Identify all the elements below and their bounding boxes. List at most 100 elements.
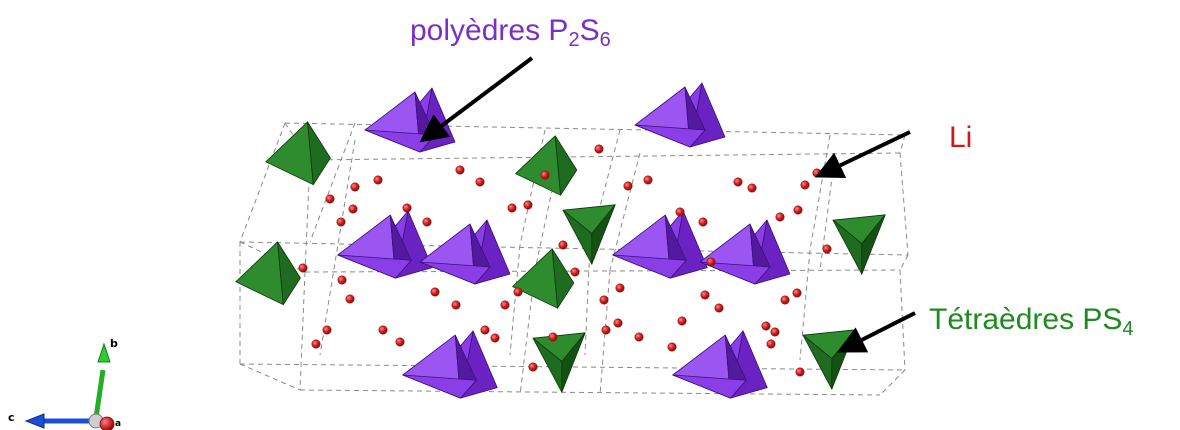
p2s6-polyhedron bbox=[612, 210, 708, 279]
label-p2s6-text: polyèdres P bbox=[410, 14, 569, 47]
li-atom bbox=[528, 362, 538, 372]
li-atom bbox=[490, 333, 500, 343]
cell-edge bbox=[899, 269, 906, 371]
cell-edge bbox=[609, 152, 641, 271]
li-atom bbox=[634, 332, 644, 342]
p2s6-polyhedron bbox=[402, 330, 498, 399]
arrow-p2s6 bbox=[419, 56, 534, 143]
li-atom bbox=[643, 175, 653, 185]
li-atom bbox=[822, 244, 832, 254]
axis-b-arrow bbox=[93, 369, 106, 419]
li-atom bbox=[615, 283, 625, 293]
axis-c-head bbox=[24, 413, 45, 429]
li-atom bbox=[378, 325, 388, 335]
cell-edge bbox=[239, 363, 301, 391]
li-atom bbox=[706, 257, 716, 267]
li-atom bbox=[402, 203, 412, 213]
p2s6-polyhedron bbox=[634, 82, 726, 148]
cell-edge bbox=[799, 249, 811, 361]
ps4-tetrahedron bbox=[512, 248, 575, 309]
cell-edge bbox=[239, 241, 306, 273]
li-atom bbox=[311, 339, 321, 349]
axis-a-marker bbox=[99, 416, 115, 430]
li-atom bbox=[747, 183, 757, 193]
li-atom bbox=[793, 205, 803, 215]
li-atom bbox=[780, 295, 790, 305]
label-ps4-text: Tétraèdres PS bbox=[929, 303, 1123, 336]
cell-edge bbox=[509, 244, 521, 356]
li-atom bbox=[500, 300, 510, 310]
li-atom bbox=[373, 175, 383, 185]
cell-edge bbox=[519, 129, 546, 246]
li-atom bbox=[322, 325, 332, 335]
li-atom bbox=[513, 287, 523, 297]
cell-edge bbox=[239, 363, 906, 371]
ps4-tetrahedron bbox=[265, 121, 331, 186]
label-li: Li bbox=[949, 121, 973, 154]
cell-edge bbox=[299, 389, 881, 396]
cell-edge bbox=[319, 139, 356, 356]
li-atom bbox=[800, 180, 810, 190]
li-atoms-group bbox=[298, 144, 832, 377]
label-p2s6-polyhedra: polyèdres P2S6 bbox=[410, 14, 611, 51]
label-ps4-sub: 4 bbox=[1122, 318, 1134, 340]
li-atom bbox=[792, 288, 802, 298]
li-atom bbox=[714, 303, 724, 313]
cell-edge bbox=[239, 122, 286, 243]
axis-b-head bbox=[97, 342, 111, 363]
p2s6-polyhedron bbox=[672, 330, 768, 399]
li-atom bbox=[558, 240, 568, 250]
li-atom bbox=[601, 325, 611, 335]
li-atom bbox=[766, 339, 776, 349]
li-atom bbox=[548, 332, 558, 342]
li-atom bbox=[677, 316, 687, 326]
li-atom bbox=[698, 217, 708, 227]
li-atom bbox=[325, 194, 335, 204]
p2s6-polyhedron bbox=[419, 219, 511, 285]
label-p2s6-mid: S bbox=[579, 14, 600, 47]
axis-b-label: b bbox=[110, 337, 118, 350]
label-ps4-tetrahedra: Tétraèdres PS4 bbox=[929, 303, 1134, 340]
cell-edge bbox=[899, 134, 906, 154]
li-atom bbox=[422, 217, 432, 227]
arrow-li bbox=[814, 130, 911, 178]
arrow-ps4 bbox=[837, 311, 916, 353]
annotation-arrows bbox=[419, 56, 916, 353]
li-atom bbox=[623, 181, 633, 191]
ps4-tetrahedron bbox=[802, 329, 856, 390]
cell-edge bbox=[599, 269, 611, 396]
axis-triad bbox=[24, 342, 115, 430]
li-atom bbox=[395, 337, 405, 347]
cell-edge bbox=[309, 122, 356, 243]
cell-edge bbox=[584, 244, 591, 356]
li-atom bbox=[507, 203, 517, 213]
li-atom bbox=[761, 321, 771, 331]
label-p2s6-sub1: 2 bbox=[568, 29, 580, 51]
li-atom bbox=[675, 207, 685, 217]
li-atom bbox=[795, 367, 805, 377]
axis-a-label: a bbox=[115, 419, 122, 429]
li-atom bbox=[733, 177, 743, 187]
cell-edge bbox=[239, 241, 909, 256]
li-atom bbox=[475, 177, 485, 187]
li-atom bbox=[337, 275, 347, 285]
li-atom bbox=[350, 182, 360, 192]
li-atom bbox=[613, 318, 623, 328]
ps4-tetrahedron bbox=[515, 135, 578, 196]
li-atom bbox=[451, 300, 461, 310]
li-atom bbox=[480, 325, 490, 335]
li-atom bbox=[775, 212, 785, 222]
cell-edge bbox=[899, 152, 909, 256]
cell-edge bbox=[809, 134, 831, 251]
li-atom bbox=[570, 267, 580, 277]
li-atom bbox=[345, 294, 355, 304]
li-atom bbox=[298, 263, 308, 273]
cell-edge bbox=[899, 254, 909, 271]
cell-edge bbox=[309, 152, 901, 161]
li-atom bbox=[594, 144, 604, 154]
ps4-tetrahedron bbox=[832, 214, 886, 275]
p2s6-polyhedron bbox=[337, 210, 433, 279]
li-atom bbox=[540, 170, 550, 180]
cell-edge bbox=[299, 271, 306, 391]
